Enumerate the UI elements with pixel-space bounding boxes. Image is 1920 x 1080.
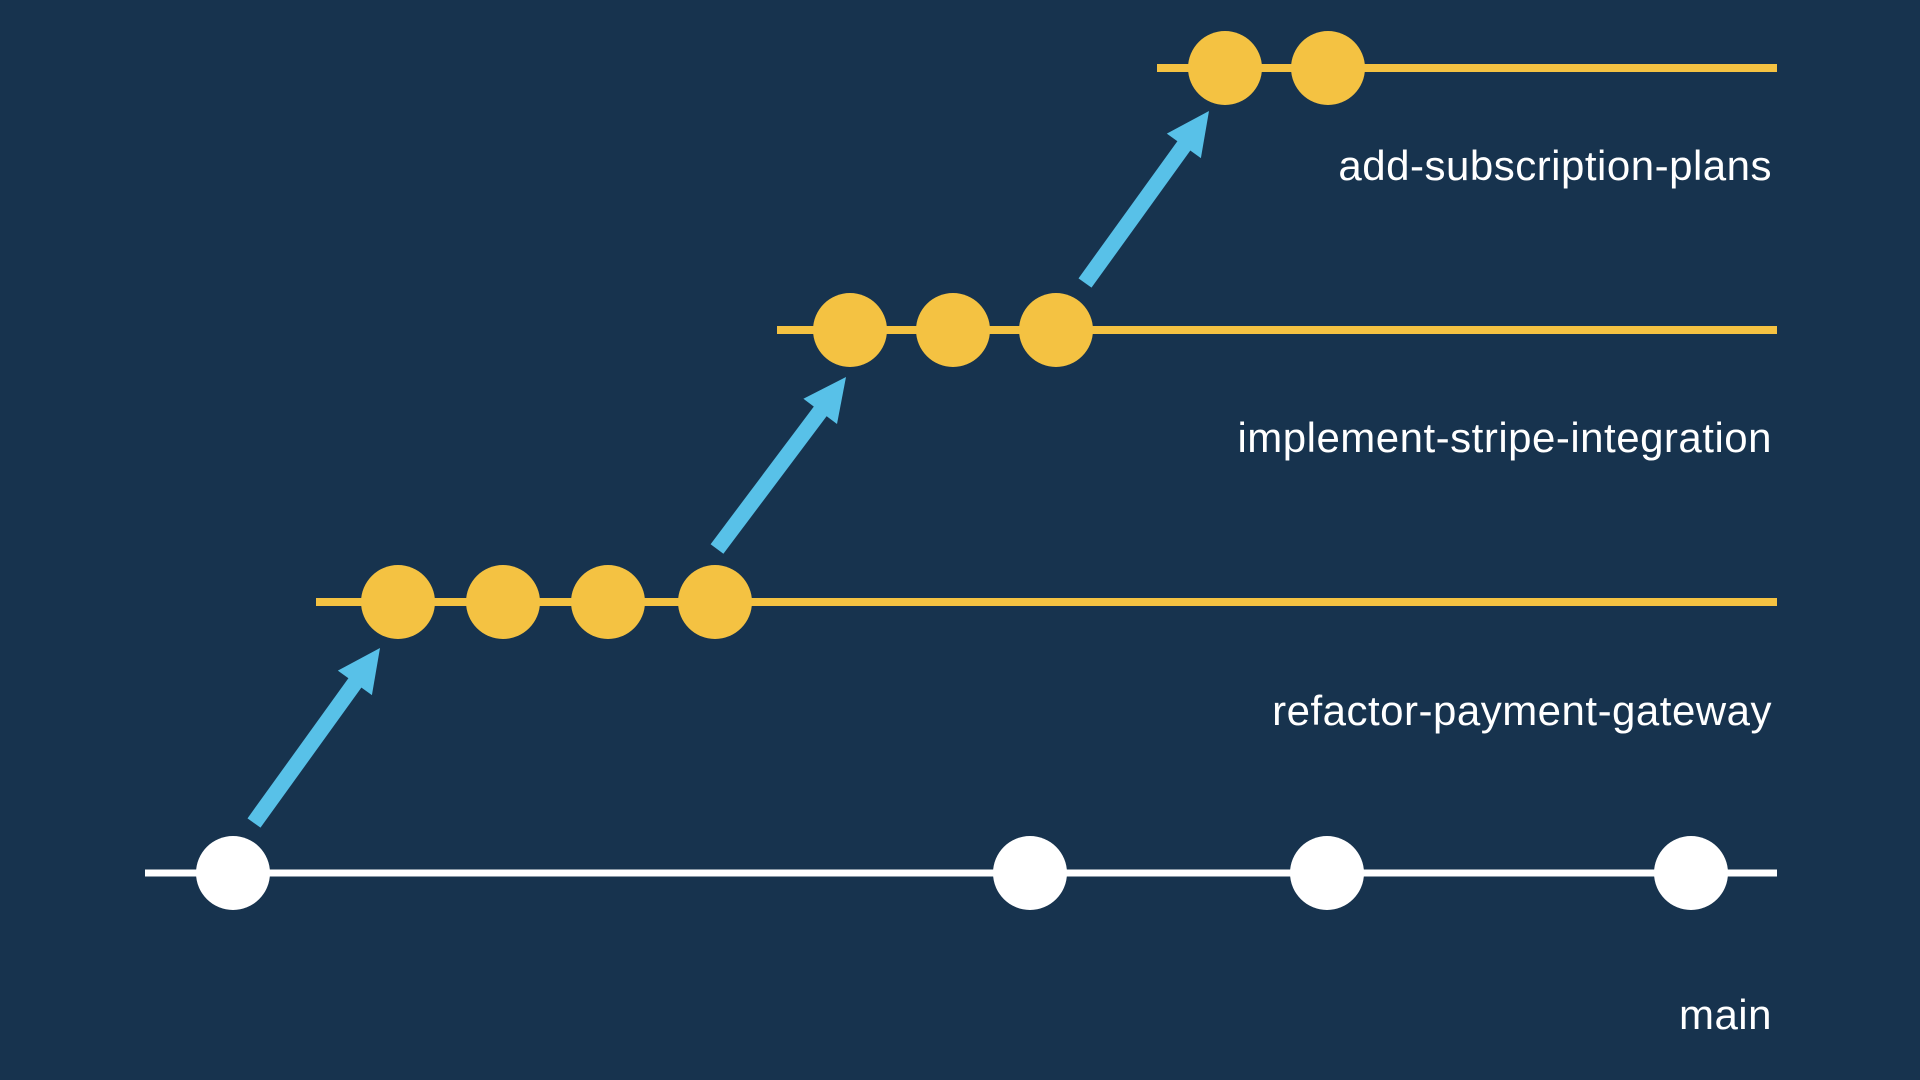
commit-node-main-4: [1654, 836, 1728, 910]
branch-label-add-subscription-plans: add-subscription-plans: [1338, 142, 1772, 189]
commit-node-main-1: [196, 836, 270, 910]
branch-arrow-main-to-refactor-payment-gateway: [247, 648, 380, 828]
branch-arrow-head: [337, 648, 380, 696]
branch-main: [145, 836, 1777, 910]
branches-layer: [145, 31, 1777, 910]
branch-arrow-head: [1166, 111, 1209, 159]
branch-arrow-shaft: [1078, 139, 1192, 288]
commit-node-implement-stripe-integration-1: [813, 293, 887, 367]
commit-node-add-subscription-plans-1: [1188, 31, 1262, 105]
branch-arrow-head: [803, 377, 846, 424]
commit-node-refactor-payment-gateway-1: [361, 565, 435, 639]
branch-refactor-payment-gateway: [316, 565, 1777, 639]
commit-node-refactor-payment-gateway-2: [466, 565, 540, 639]
branch-arrow-shaft: [710, 404, 828, 554]
commit-node-main-2: [993, 836, 1067, 910]
commit-node-main-3: [1290, 836, 1364, 910]
commit-node-add-subscription-plans-2: [1291, 31, 1365, 105]
branch-arrow-refactor-payment-gateway-to-implement-stripe-integration: [710, 377, 846, 554]
commit-node-implement-stripe-integration-3: [1019, 293, 1093, 367]
commit-node-implement-stripe-integration-2: [916, 293, 990, 367]
branch-add-subscription-plans: [1157, 31, 1777, 105]
branch-label-refactor-payment-gateway: refactor-payment-gateway: [1272, 687, 1772, 734]
commit-node-refactor-payment-gateway-3: [571, 565, 645, 639]
branch-arrow-implement-stripe-integration-to-add-subscription-plans: [1078, 111, 1209, 288]
labels-layer: add-subscription-plans implement-stripe-i…: [1237, 142, 1772, 1038]
branch-label-main: main: [1679, 991, 1772, 1038]
branch-implement-stripe-integration: [777, 293, 1777, 367]
commit-node-refactor-payment-gateway-4: [678, 565, 752, 639]
arrows-layer: [247, 111, 1209, 828]
branch-arrow-shaft: [247, 676, 363, 828]
branch-label-implement-stripe-integration: implement-stripe-integration: [1237, 414, 1772, 461]
